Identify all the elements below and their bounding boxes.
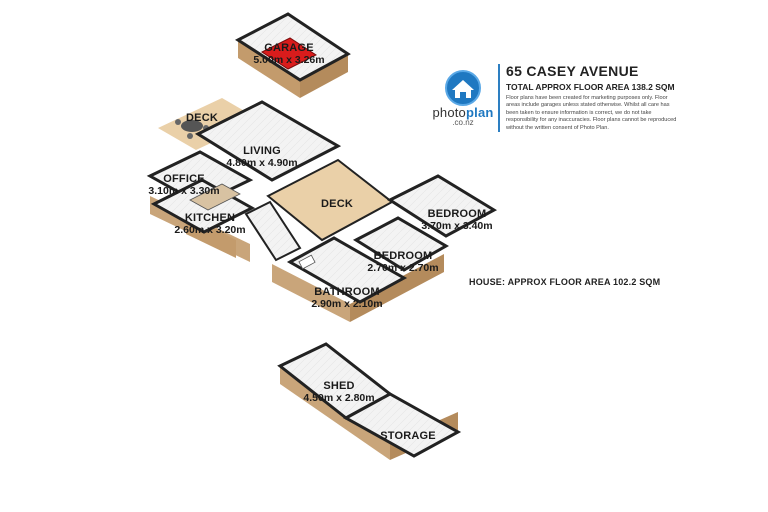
kitchen-label: KITCHEN 2.60m x 3.20m	[164, 212, 256, 236]
total-floor-area: TOTAL APPROX FLOOR AREA 138.2 SQM	[506, 82, 675, 92]
garage-wall-front	[238, 40, 300, 98]
living-label: LIVING 4.80m x 4.90m	[212, 145, 312, 169]
living-name: LIVING	[243, 145, 281, 157]
bathroom-name: BATHROOM	[314, 286, 380, 298]
bedroom2-floor	[352, 216, 449, 272]
bathroom-dims: 2.90m x 2.10m	[311, 298, 383, 310]
bathroom-floor	[286, 236, 408, 304]
hallway-floor	[244, 200, 302, 262]
property-address: 65 CASEY AVENUE	[506, 63, 639, 79]
brand-name-part1: photo	[432, 105, 466, 120]
house-structure	[146, 100, 498, 322]
bedroom1-floor	[386, 174, 498, 238]
garage-label: GARAGE 5.00m x 3.26m	[244, 42, 334, 66]
office-name: OFFICE	[163, 173, 205, 185]
bedroom2-name: BEDROOM	[373, 250, 433, 262]
table-icon	[181, 120, 203, 132]
shed-name: SHED	[323, 380, 355, 392]
shed-dims: 4.50m x 2.80m	[303, 392, 375, 404]
bathroom-label: BATHROOM 2.90m x 2.10m	[300, 286, 394, 310]
deck-main-name: DECK	[321, 198, 353, 210]
kitchen-bench	[189, 183, 241, 211]
house-globe-icon	[445, 70, 481, 106]
garage-dims: 5.00m x 3.26m	[253, 54, 325, 66]
house-wall-bath	[272, 264, 350, 322]
office-label: OFFICE 3.10m x 3.30m	[138, 173, 230, 197]
storage-label: STORAGE	[370, 430, 446, 442]
brand-logo: photoplan .co.nz	[428, 105, 498, 127]
deck-top-area	[158, 98, 260, 150]
deck-top-surface	[158, 98, 260, 150]
deck-top-label: DECK	[180, 112, 224, 124]
kitchen-name: KITCHEN	[184, 212, 236, 224]
storage-floor	[342, 392, 462, 458]
bedroom1-dims: 3.70m x 3.40m	[421, 220, 493, 232]
bedroom1-name: BEDROOM	[427, 208, 487, 220]
disclaimer-text: Floor plans have been created for market…	[506, 95, 677, 131]
brand-name-part2: plan	[466, 105, 494, 120]
bedroom2-dims: 2.70m x 2.70m	[367, 262, 439, 274]
bedroom2-label: BEDROOM 2.70m x 2.70m	[356, 250, 450, 274]
house-floor-area: HOUSE: APPROX FLOOR AREA 102.2 SQM	[469, 277, 661, 287]
garage-wall-right	[300, 54, 348, 98]
living-dims: 4.80m x 4.90m	[226, 157, 298, 169]
shed-label: SHED 4.50m x 2.80m	[292, 380, 386, 404]
deck-top-name: DECK	[186, 112, 218, 124]
bath-fixture	[298, 254, 316, 270]
brand-tld: .co.nz	[452, 118, 474, 127]
house-wall-right	[350, 254, 444, 322]
garage-name: GARAGE	[264, 42, 314, 54]
shed-building	[277, 342, 462, 460]
car-icon	[260, 37, 318, 70]
kitchen-dims: 2.60m x 3.20m	[174, 224, 246, 236]
bedroom1-label: BEDROOM 3.70m x 3.40m	[410, 208, 504, 232]
info-divider	[498, 64, 500, 132]
storage-name: STORAGE	[380, 430, 436, 442]
living-floor	[194, 100, 342, 182]
deck-main-label: DECK	[312, 198, 362, 210]
office-dims: 3.10m x 3.30m	[148, 185, 220, 197]
property-info: 65 CASEY AVENUE TOTAL APPROX FLOOR AREA …	[506, 63, 682, 132]
garage-room	[235, 12, 351, 98]
